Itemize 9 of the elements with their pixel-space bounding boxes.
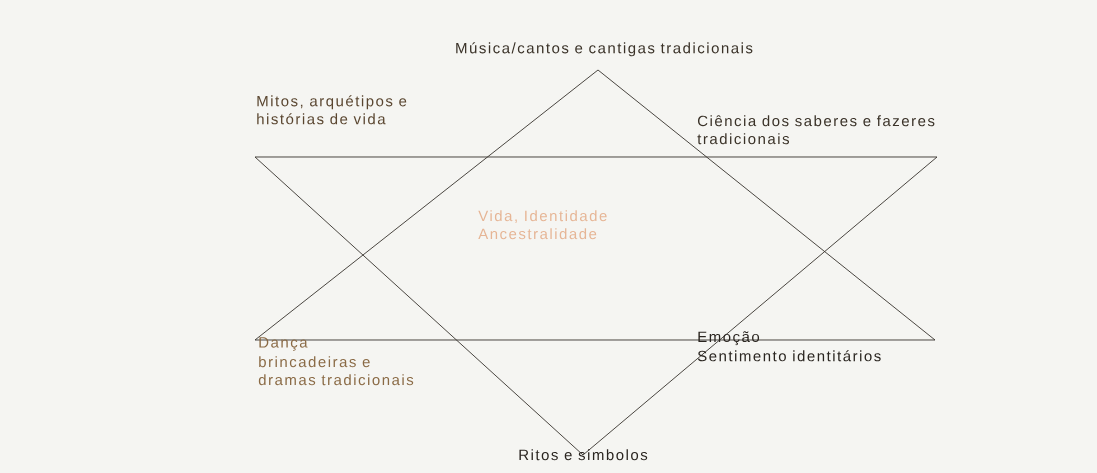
label-text: Ciência dos saberes e fazeres tradicionais [697, 115, 935, 145]
label-text: Sentimento identitários [697, 350, 881, 362]
label-text: Vida, Identidade Ancestralidade [478, 210, 607, 240]
label-text: Dança [259, 337, 308, 351]
label-text: Mitos, arquétipos e histórias de vida [257, 95, 407, 125]
label-text: brincadeiras e dramas tradicionais [258, 356, 414, 386]
label-text: Emoção [698, 331, 760, 346]
label-text: Música/cantos e cantigas tradicionais [456, 42, 753, 57]
label-text: Ritos e simbolos [519, 449, 648, 461]
